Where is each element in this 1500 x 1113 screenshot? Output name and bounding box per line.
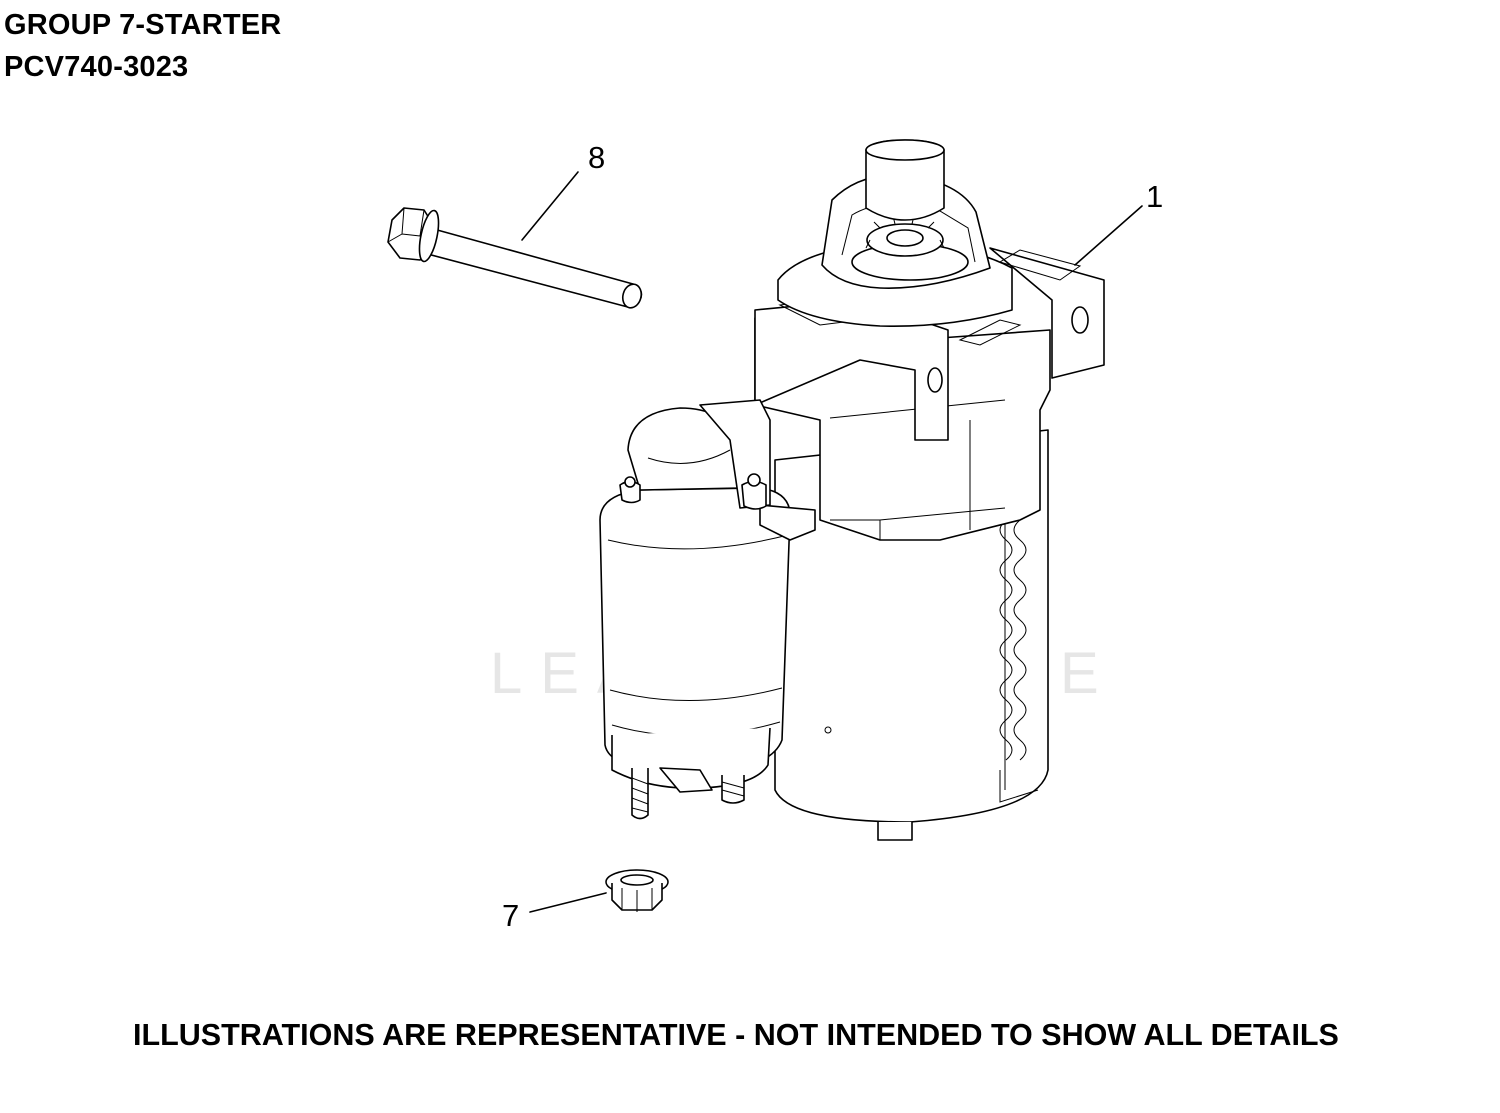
part-1-starter-motor[interactable]: [754, 139, 1105, 841]
callout-1[interactable]: 1: [1146, 179, 1163, 214]
callout-7[interactable]: 7: [502, 898, 519, 933]
disclaimer-text: ILLUSTRATIONS ARE REPRESENTATIVE - NOT I…: [133, 1018, 1339, 1052]
part-7-nut[interactable]: [605, 869, 669, 912]
leader-line-1: [1074, 205, 1143, 266]
part-1-solenoid[interactable]: [599, 399, 816, 820]
part-8-bolt[interactable]: [387, 207, 644, 310]
leader-line-8: [521, 171, 579, 241]
group-title: GROUP 7-STARTER: [4, 9, 282, 41]
model-number: PCV740-3023: [4, 51, 189, 83]
callout-8[interactable]: 8: [588, 140, 605, 175]
leader-line-7: [529, 892, 607, 913]
